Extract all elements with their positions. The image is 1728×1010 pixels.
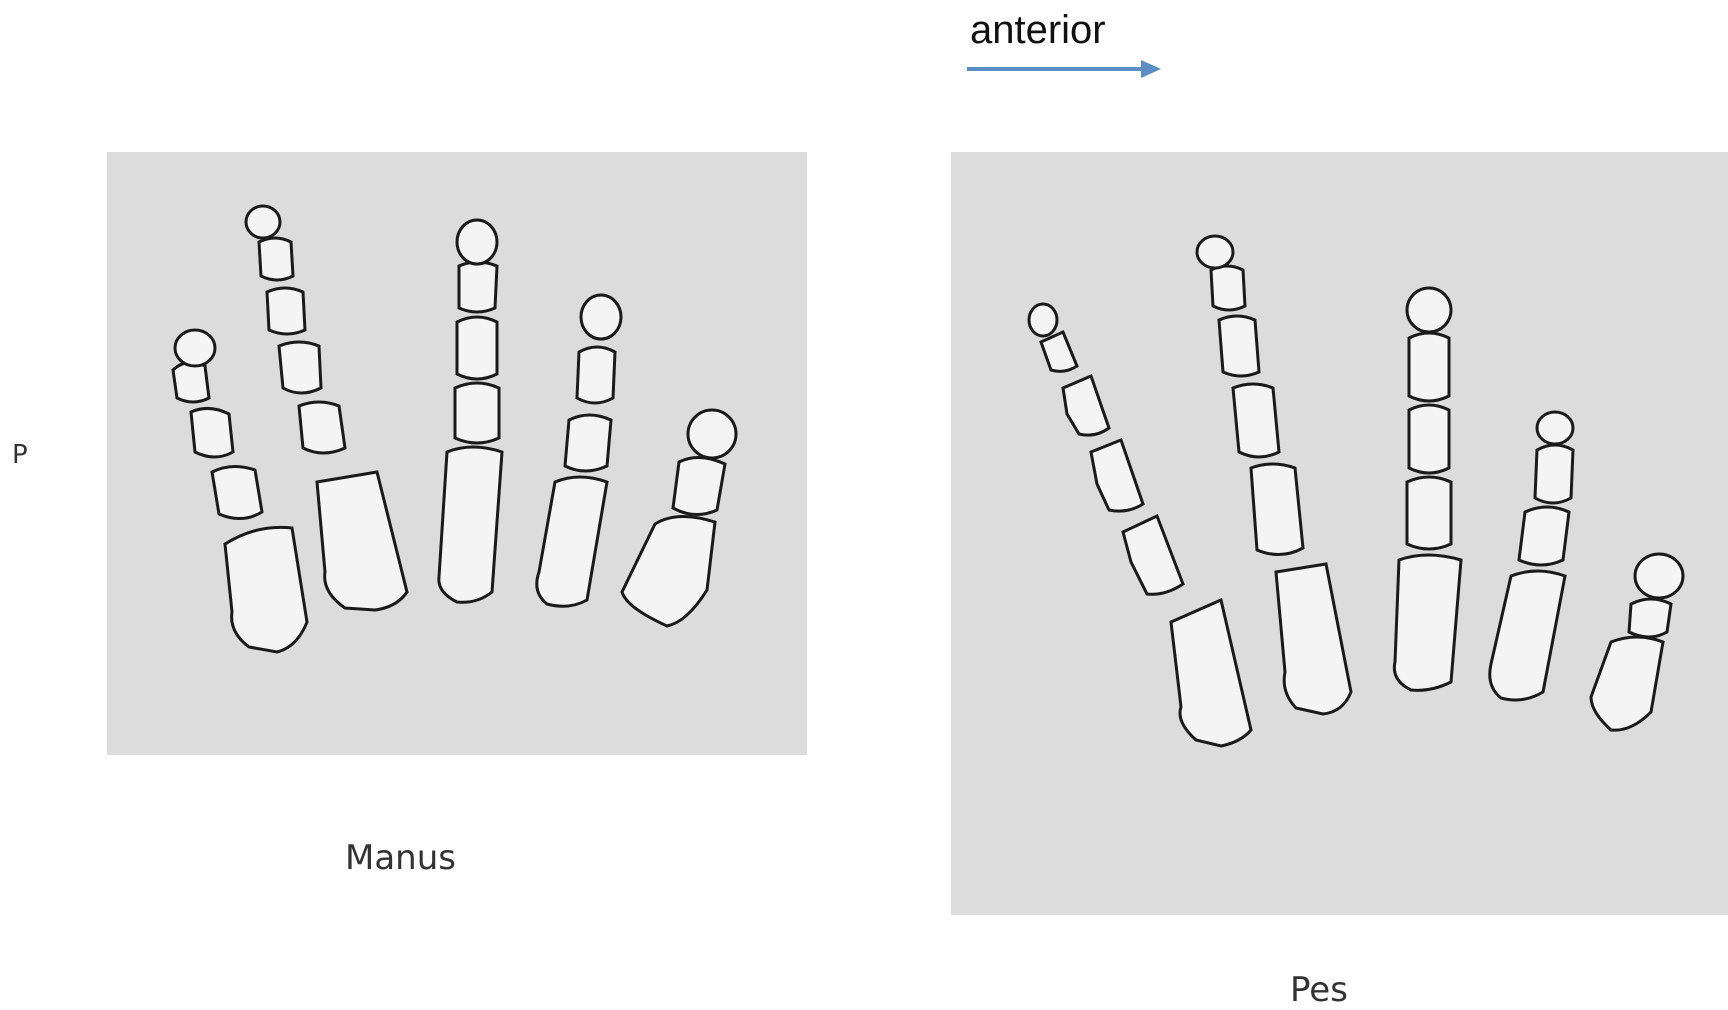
manus-caption: Manus (345, 838, 456, 878)
pes-caption: Pes (1290, 970, 1348, 1010)
pes-skeleton-illustration (951, 152, 1728, 915)
manus-panel (107, 152, 807, 755)
manus-skeleton-illustration (107, 152, 807, 755)
side-label: P (12, 440, 28, 470)
pes-panel (951, 152, 1728, 915)
direction-label: anterior (970, 8, 1106, 53)
direction-arrow (965, 56, 1165, 86)
